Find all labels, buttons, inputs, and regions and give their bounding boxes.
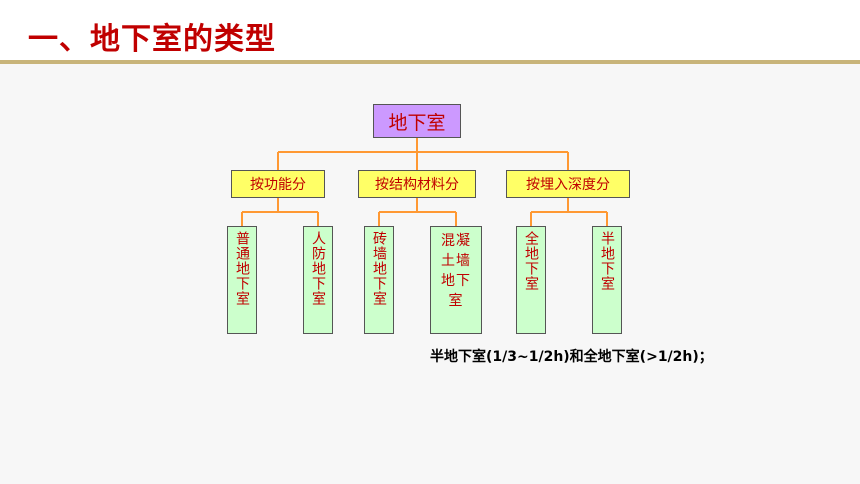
leaf-node-concrete-wall-basement: 混凝土墙地下室: [430, 226, 482, 334]
leaf-label: 普通地下室: [234, 231, 250, 306]
leaf-label: 混凝土墙地下室: [441, 233, 471, 309]
depth-note: 半地下室(1/3~1/2h)和全地下室(>1/2h)；: [430, 349, 713, 365]
category-node-function: 按功能分: [231, 170, 325, 198]
page-title: 一、地下室的类型: [28, 22, 276, 57]
leaf-node-ordinary-basement: 普通地下室: [227, 226, 257, 334]
leaf-node-civil-defense-basement: 人防地下室: [303, 226, 333, 334]
leaf-node-semi-basement: 半地下室: [592, 226, 622, 334]
leaf-label: 砖墙地下室: [371, 231, 387, 306]
leaf-label: 半地下室: [599, 231, 615, 291]
leaf-node-full-basement: 全地下室: [516, 226, 546, 334]
category-node-material: 按结构材料分: [358, 170, 476, 198]
leaf-node-brick-wall-basement: 砖墙地下室: [364, 226, 394, 334]
title-divider: [0, 60, 860, 64]
leaf-label: 全地下室: [523, 231, 539, 291]
root-node: 地下室: [373, 104, 461, 138]
category-node-depth: 按埋入深度分: [506, 170, 630, 198]
leaf-label: 人防地下室: [310, 231, 326, 306]
